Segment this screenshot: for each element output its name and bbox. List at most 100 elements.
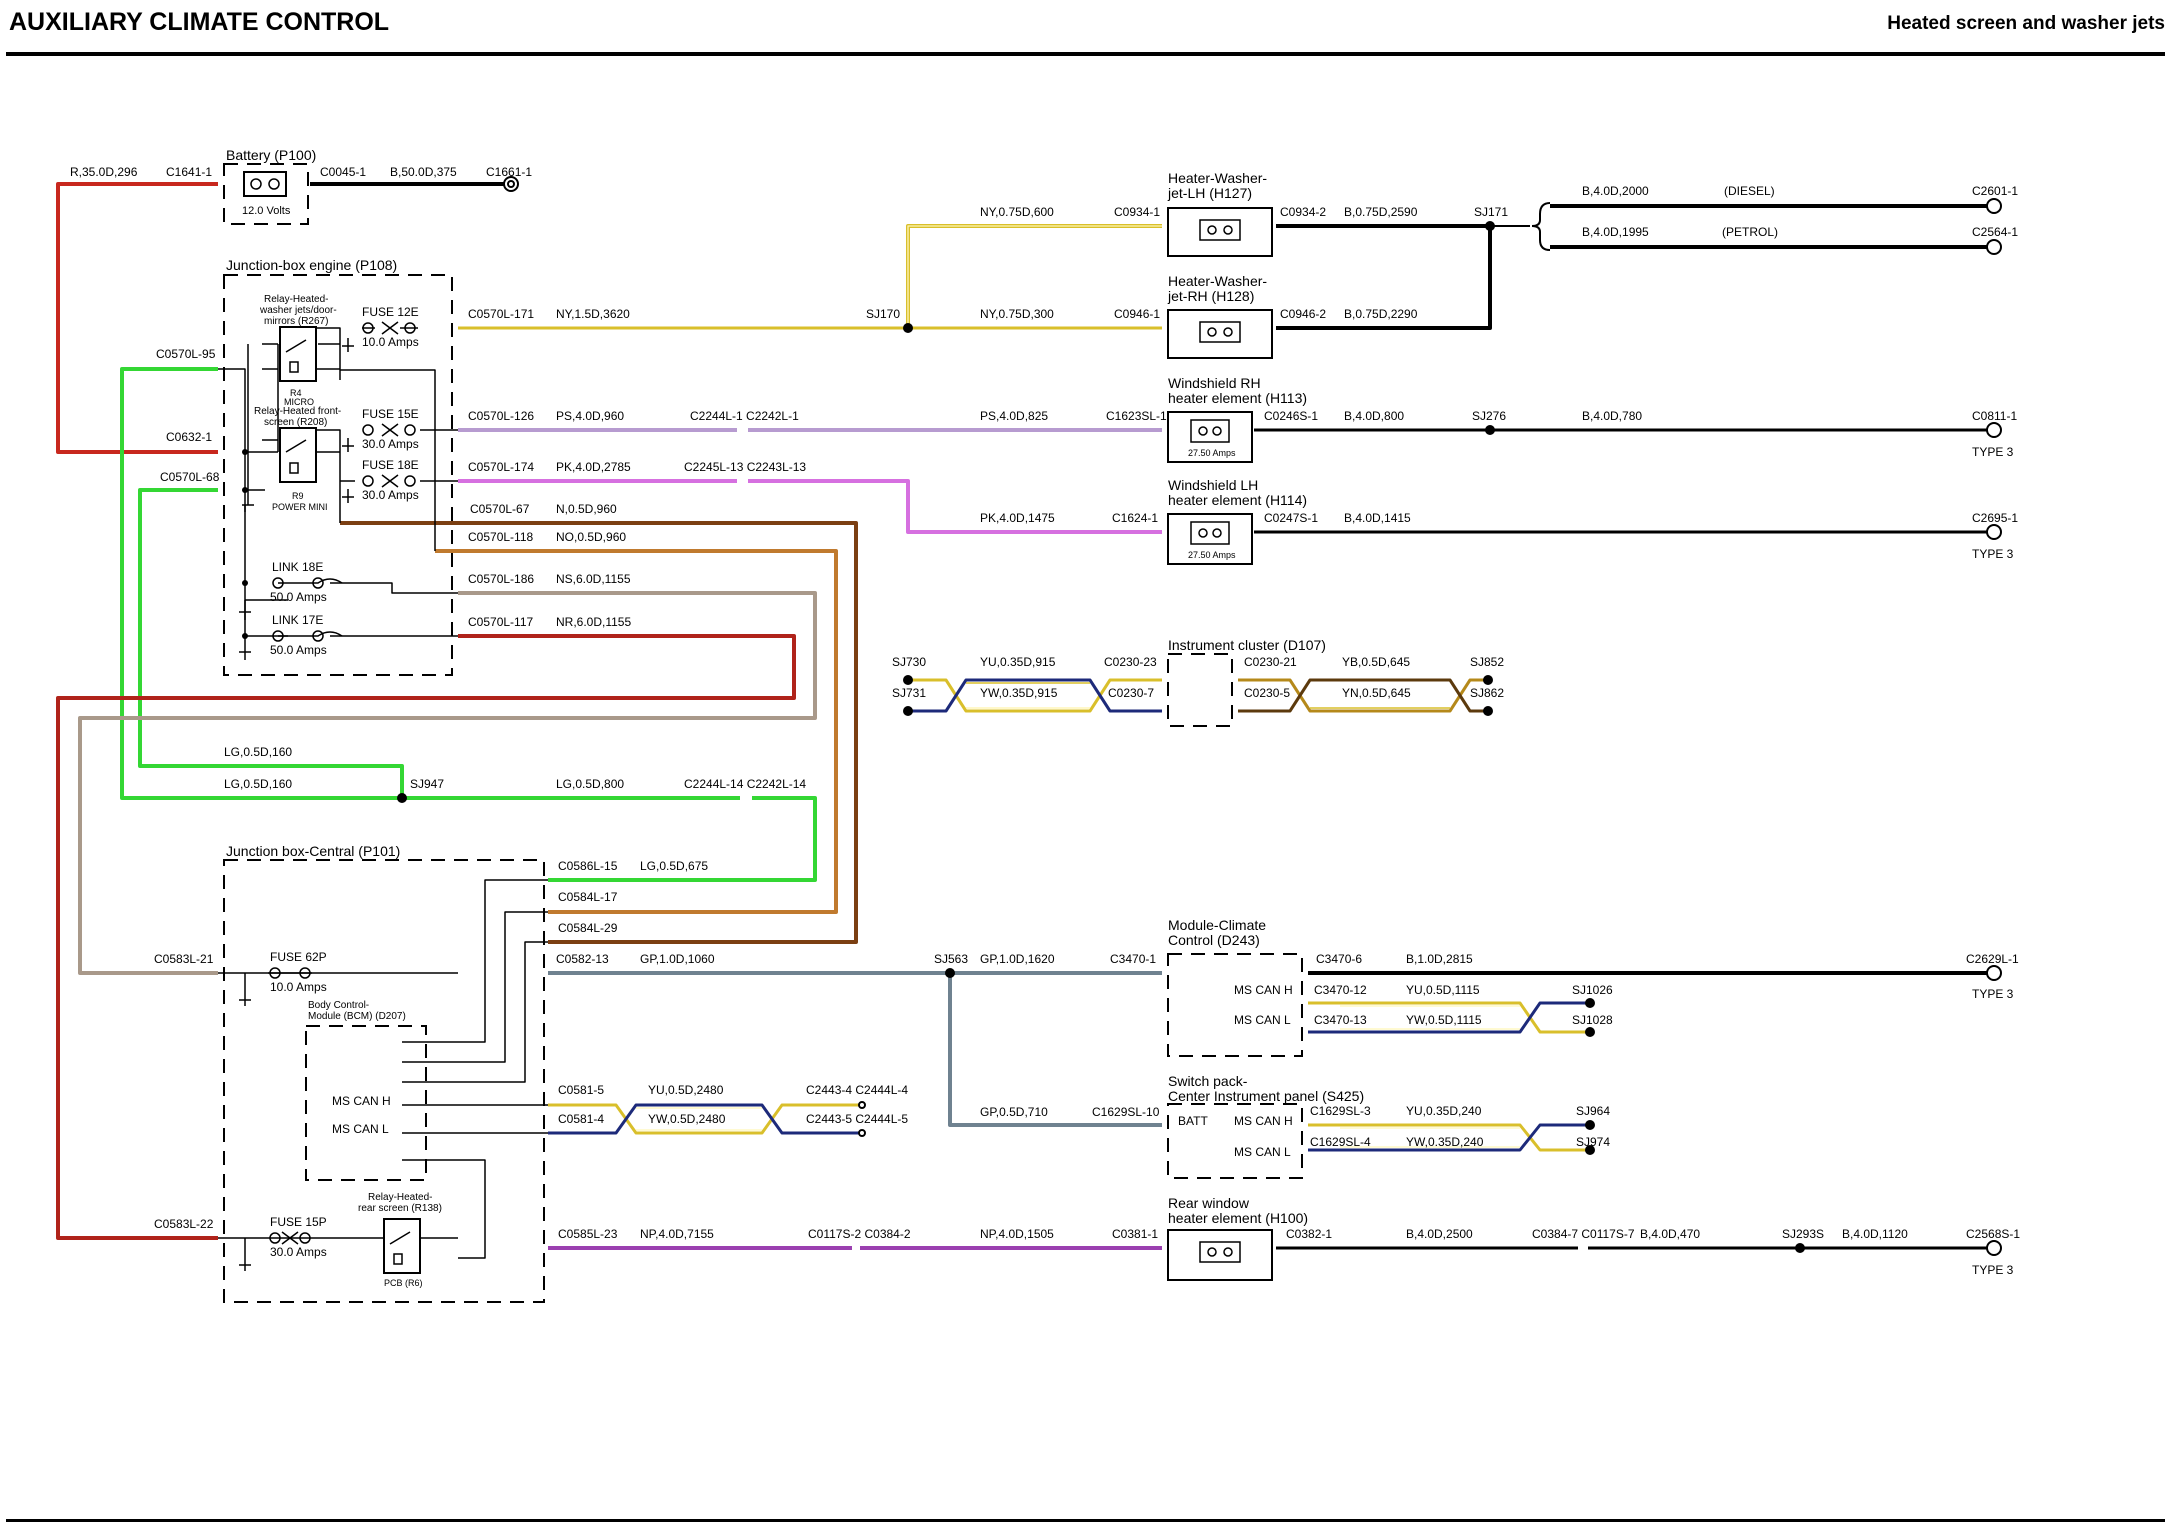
relay-r138-l1: Relay-Heated- (368, 1192, 432, 1203)
wire-r-35-296 (56, 182, 218, 454)
r9-l2: POWER MINI (272, 502, 328, 512)
label-c25: C0570L-118 (468, 530, 533, 544)
fuse-15p-amps: 30.0 Amps (270, 1245, 327, 1259)
s425-ms-can-l: MS CAN L (1234, 1145, 1291, 1159)
label-w23: YB,0.5D,645 (1342, 655, 1410, 669)
label-c24: C0570L-67 (470, 502, 530, 516)
label-c39: C3470-6 (1316, 952, 1362, 966)
page-subtitle: Heated screen and washer jets (1887, 13, 2165, 34)
label-w18: NO,0.5D,960 (556, 530, 626, 544)
label-w3: NY,1.5D,3620 (556, 307, 630, 321)
wire-ny-0-75-600-core (907, 225, 1162, 328)
relay-r267-l2: washer jets/door- (259, 305, 337, 316)
h100-title-l2: heater element (H100) (1168, 1210, 1308, 1226)
label-c47: C1629SL-10 (1092, 1105, 1160, 1119)
wire-ns-6-1155 (78, 591, 817, 975)
label-c27: C0570L-117 (468, 615, 533, 629)
h128-title-l1: Heater-Washer- (1168, 273, 1267, 289)
label-c14: C0570L-126 (468, 409, 534, 423)
label-w42: B,4.0D,470 (1640, 1227, 1700, 1241)
bcm-title-l1: Body Control- (308, 1000, 369, 1011)
twisted-pair-d107-left (908, 678, 1162, 713)
twisted-pair-s425 (1308, 1123, 1590, 1152)
label-c52: C0117S-2 C0384-2 (808, 1227, 911, 1241)
label-w33: YW,0.5D,1115 (1406, 1013, 1482, 1027)
fuse-12e-label: FUSE 12E (362, 305, 419, 319)
s425-ms-can-h: MS CAN H (1234, 1114, 1293, 1128)
label-sj170: SJ170 (866, 307, 900, 321)
diesel-label: (DIESEL) (1724, 184, 1775, 198)
fuse-15p-label: FUSE 15P (270, 1215, 327, 1229)
r4-l1: R4 (290, 388, 302, 398)
label-w11: PS,4.0D,825 (980, 409, 1048, 423)
label-sj730: SJ730 (892, 655, 926, 669)
label-c38: C3470-1 (1110, 952, 1156, 966)
wire-pk-4-2785 (458, 479, 1162, 534)
pcb-r6: PCB (R6) (384, 1278, 423, 1288)
label-c37: C0582-13 (556, 952, 609, 966)
label-w6: B,0.75D,2590 (1344, 205, 1418, 219)
label-w22: YW,0.35D,915 (980, 686, 1058, 700)
label-w28: LG,0.5D,675 (640, 859, 708, 873)
jb-central-enclosure (223, 859, 545, 1303)
relay-r208-box (279, 427, 317, 483)
h114-title-l1: Windshield LH (1168, 477, 1258, 493)
bcm-title-l2: Module (BCM) (D207) (308, 1011, 406, 1022)
label-c8: C0934-1 (1114, 205, 1160, 219)
label-c9: C0946-1 (1114, 307, 1160, 321)
label-sj293s: SJ293S (1782, 1227, 1824, 1241)
label-c16: C1623SL-1 (1106, 409, 1167, 423)
fuse-15e-amps: 30.0 Amps (362, 437, 419, 451)
label-w13: B,4.0D,780 (1582, 409, 1642, 423)
type3-c56: TYPE 3 (1972, 1263, 2014, 1277)
label-w9: B,4.0D,1995 (1582, 225, 1649, 239)
label-w20: NR,6.0D,1155 (556, 615, 631, 629)
h114-amps: 27.50 Amps (1188, 550, 1236, 560)
label-c43: C0581-5 (558, 1083, 604, 1097)
d243-enclosure (1167, 953, 1303, 1057)
relay-r267-l3: mirrors (R267) (264, 316, 328, 327)
label-c12: C2601-1 (1972, 184, 2018, 198)
label-c48: C1629SL-3 (1310, 1104, 1371, 1118)
type3-c40: TYPE 3 (1972, 987, 2014, 1001)
label-sj964: SJ964 (1576, 1104, 1610, 1118)
s425-enclosure (1167, 1103, 1303, 1179)
link-18e-amps: 50.0 Amps (270, 590, 327, 604)
label-w32: YU,0.5D,1115 (1406, 983, 1480, 997)
jb-central-title: Junction box-Central (P101) (226, 843, 400, 859)
label-w17: N,0.5D,960 (556, 502, 617, 516)
label-sj1028: SJ1028 (1572, 1013, 1613, 1027)
label-w36: GP,0.5D,710 (980, 1105, 1048, 1119)
twisted-pair-d243 (1308, 1001, 1590, 1034)
header-rule (6, 52, 2165, 56)
label-w40: NP,4.0D,1505 (980, 1227, 1054, 1241)
label-c26: C0570L-186 (468, 572, 534, 586)
bcm-ms-can-h: MS CAN H (332, 1094, 391, 1108)
link-17e-symbol (278, 631, 343, 637)
h114-title-l2: heater element (H114) (1168, 492, 1307, 508)
h128-title-l2: jet-RH (H128) (1167, 288, 1254, 304)
fuse-15p-symbol (281, 1231, 299, 1245)
label-c45: C0581-4 (558, 1112, 604, 1126)
label-w24: YN,0.5D,645 (1342, 686, 1411, 700)
bcm-enclosure (305, 1025, 427, 1181)
label-w26: LG,0.5D,160 (224, 777, 292, 791)
label-c5: C0632-1 (166, 430, 212, 444)
label-c51: C0585L-23 (558, 1227, 618, 1241)
label-c49: C1629SL-4 (1310, 1135, 1371, 1149)
type3-c18: TYPE 3 (1972, 445, 2014, 459)
wire-no-0-5-960 (435, 549, 838, 914)
label-w4: NY,0.75D,600 (980, 205, 1054, 219)
relay-r208-l2: screen (R208) (264, 417, 327, 428)
label-c13: C2564-1 (1972, 225, 2018, 239)
label-c22: C0247S-1 (1264, 511, 1318, 525)
label-c53: C0381-1 (1112, 1227, 1158, 1241)
fuse-12e-amps: 10.0 Amps (362, 335, 419, 349)
label-w31: B,1.0D,2815 (1406, 952, 1473, 966)
d243-ms-can-h: MS CAN H (1234, 983, 1293, 997)
d243-title-l1: Module-Climate (1168, 917, 1266, 933)
label-sj852: SJ852 (1470, 655, 1504, 669)
relay-r267-l1: Relay-Heated- (264, 294, 328, 305)
wire-gp-0-5-710 (948, 973, 1162, 1127)
